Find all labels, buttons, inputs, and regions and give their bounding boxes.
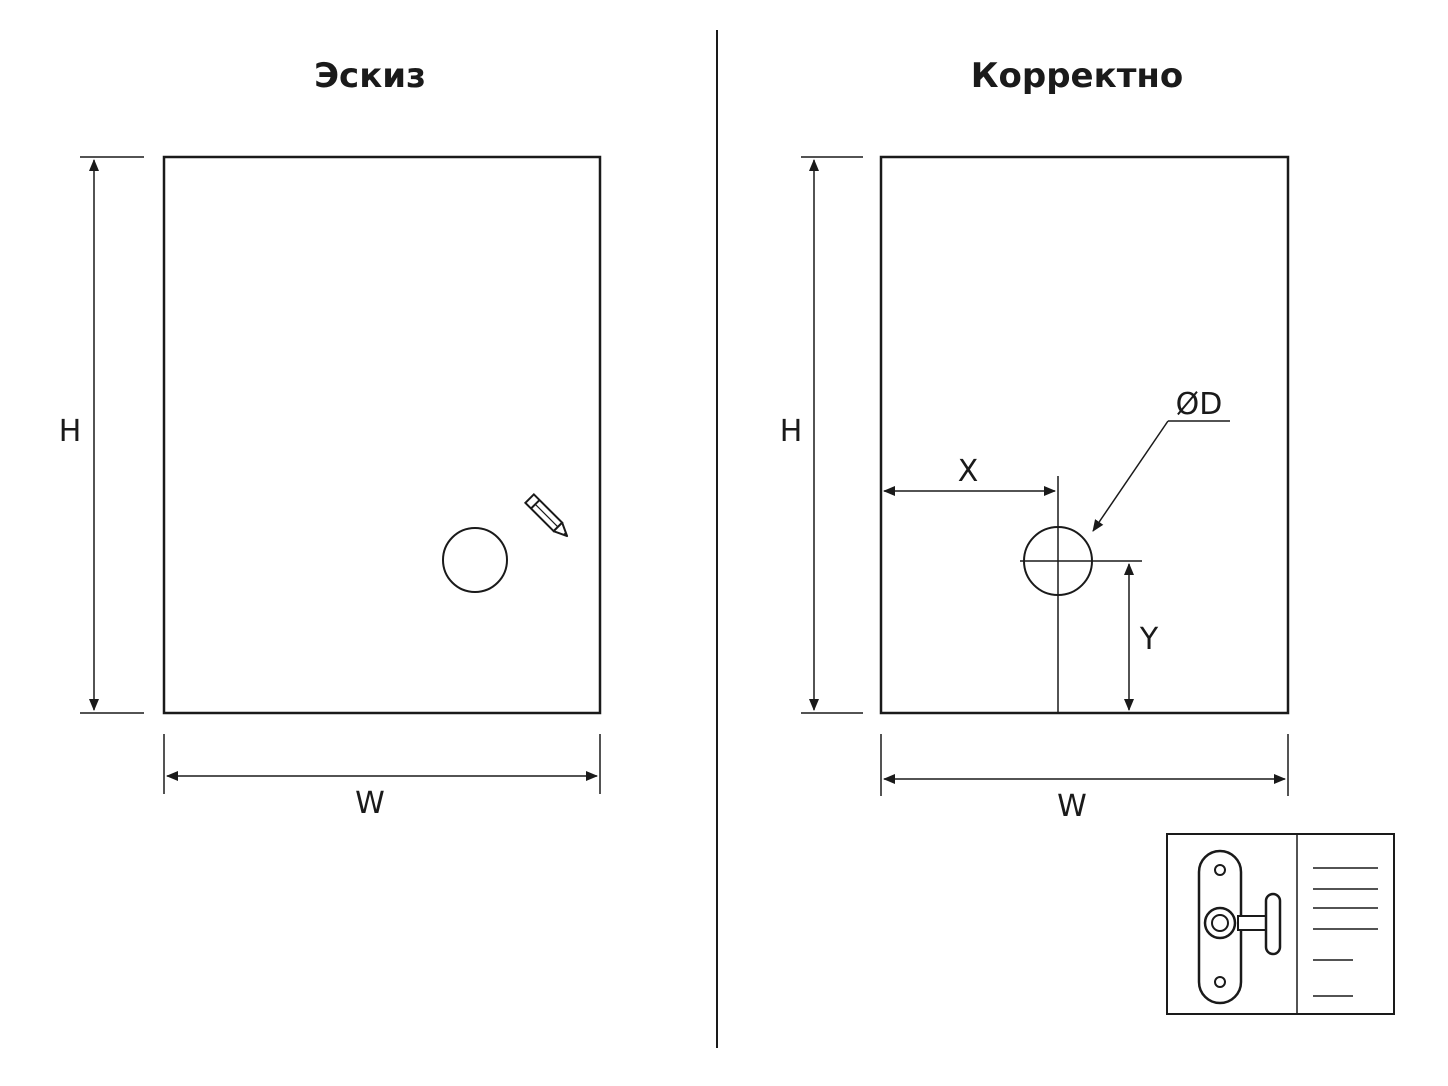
correct-width-dimension: W: [880, 734, 1289, 824]
pencil-icon: [523, 492, 569, 538]
diameter-callout: ØD: [1092, 387, 1230, 532]
sketch-height-dimension: H: [59, 156, 144, 714]
correct-title: Корректно: [971, 56, 1184, 96]
x-dimension: X: [883, 454, 1056, 496]
correct-hole: [1020, 476, 1142, 713]
legend-text-lines: [1313, 867, 1378, 997]
diameter-label: ØD: [1176, 387, 1223, 422]
correct-panel-outline: [879, 155, 1290, 715]
y-label: Y: [1139, 622, 1159, 657]
correct-panel: Корректно H W X Y: [780, 56, 1290, 824]
sketch-height-label: H: [59, 414, 82, 449]
correct-height-dimension: H: [780, 156, 863, 714]
legend-box: [1166, 833, 1395, 1015]
latch-icon: [1197, 849, 1282, 1005]
sketch-title: Эскиз: [314, 56, 426, 96]
sketch-width-label: W: [355, 786, 385, 821]
sketch-width-dimension: W: [163, 734, 601, 821]
correct-height-label: H: [780, 414, 803, 449]
sketch-hole: [442, 527, 508, 593]
correct-width-label: W: [1057, 789, 1087, 824]
sketch-panel-outline: [162, 155, 602, 715]
y-dimension: Y: [1124, 563, 1159, 711]
sketch-panel: Эскиз H W: [59, 56, 602, 821]
x-label: X: [958, 454, 979, 489]
